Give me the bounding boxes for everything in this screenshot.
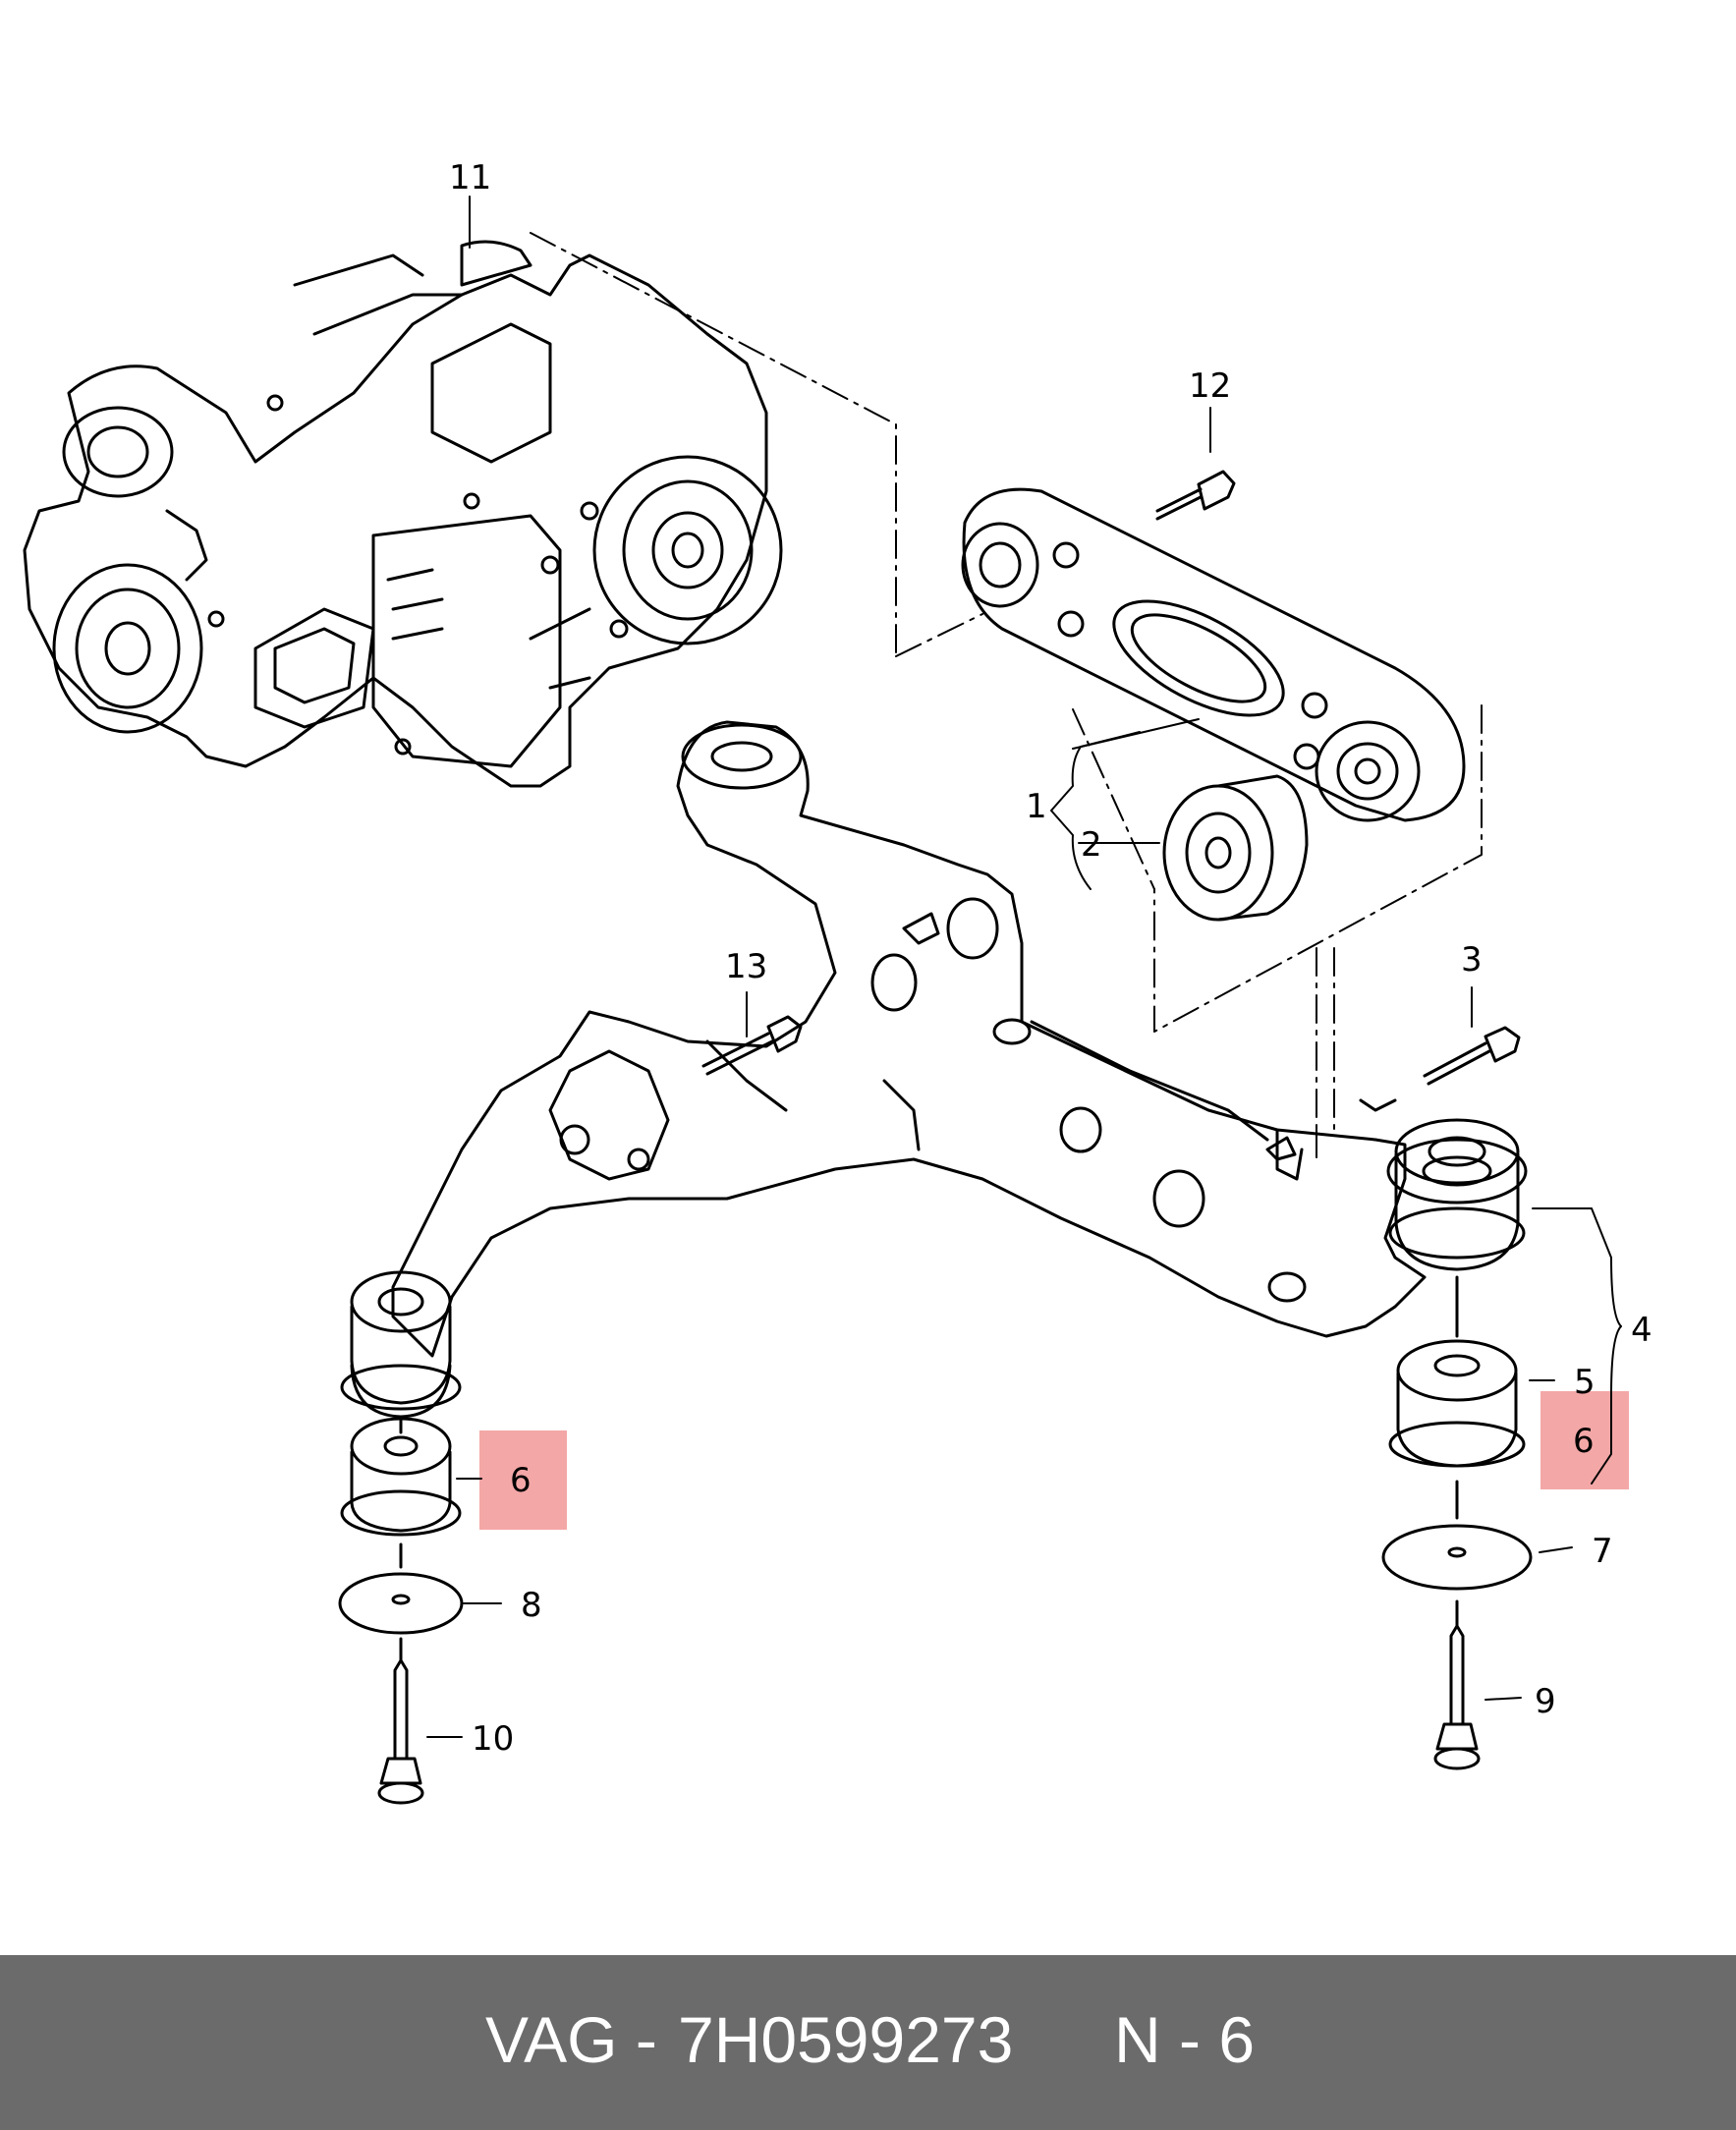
footer-part-number: 7H0599273 [678,2003,1014,2076]
callout-11: 11 [449,158,491,197]
leader-lines [426,196,1622,1738]
callout-6-left: 6 [510,1461,532,1500]
callout-3: 3 [1461,940,1483,980]
callout-12: 12 [1189,366,1231,406]
callout-6-right: 6 [1573,1422,1595,1461]
callout-labels: 11 12 1 2 13 3 4 5 6 6 7 8 9 10 [449,158,1652,1759]
highlight-box-right [1540,1391,1629,1489]
left-bushing-stack [338,1364,464,1805]
right-bushing-stack [1381,1118,1533,1770]
callout-4: 4 [1631,1311,1652,1350]
parts-diagram: 11 12 1 2 13 3 4 5 6 6 7 8 9 10 [23,158,1652,1805]
callout-5: 5 [1574,1363,1596,1402]
callout-10: 10 [472,1719,514,1759]
footer-brand: VAG - [485,2003,657,2076]
callout-8: 8 [521,1586,542,1625]
highlight-box-left [479,1430,567,1530]
callout-9: 9 [1535,1682,1556,1721]
bolt-12 [1155,470,1236,521]
callout-2: 2 [1081,825,1102,865]
callout-1: 1 [1026,787,1047,826]
callout-7: 7 [1592,1532,1613,1571]
footer-position: N - 6 [1114,2003,1256,2076]
rear-subframe [350,720,1528,1405]
rear-differential [23,240,783,788]
upper-mount-bracket [961,487,1466,822]
footer-bar: VAG - 7H0599273 N - 6 [0,1955,1736,2130]
bushing-2 [1162,774,1309,922]
bolt-13 [701,1015,803,1076]
bolt-3 [1423,1026,1521,1086]
callout-13: 13 [725,947,767,986]
